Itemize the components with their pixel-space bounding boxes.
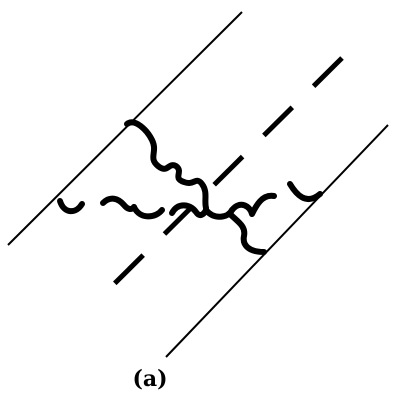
chain-upper-left bbox=[124, 119, 209, 211]
upper-boundary-line bbox=[7, 11, 243, 246]
chain-left-segment-3 bbox=[131, 204, 165, 220]
chain-left-segment-2 bbox=[100, 195, 137, 213]
chain-lower-branch bbox=[227, 211, 267, 255]
chain-right-segment-2 bbox=[229, 192, 277, 217]
center-dashed-line bbox=[101, 56, 344, 297]
chain-left-segment-4 bbox=[169, 202, 209, 219]
figure-caption: (a) bbox=[132, 366, 168, 392]
chain-left-horizontal bbox=[57, 198, 85, 215]
lower-boundary-line bbox=[165, 124, 389, 358]
chain-right-segment-3 bbox=[287, 181, 323, 202]
